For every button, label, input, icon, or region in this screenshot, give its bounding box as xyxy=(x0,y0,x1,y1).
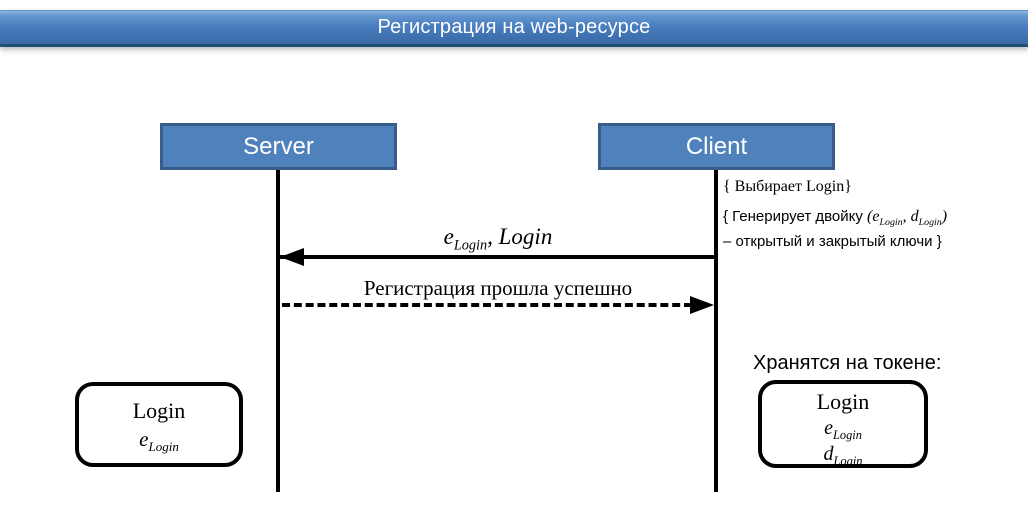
math-separator: , xyxy=(902,208,911,225)
lifeline-client xyxy=(714,170,718,492)
token-store-caption: Хранятся на токене: xyxy=(753,352,942,374)
math-e-login: eLogin xyxy=(872,208,903,229)
note-generate-line1: { Генерирует двойку (eLogin, dLogin) xyxy=(723,204,947,229)
token-store-dkey: dLogin xyxy=(823,443,863,468)
close-paren: ) xyxy=(941,208,948,225)
math-d-login: dLogin xyxy=(910,208,942,229)
server-store-login: Login xyxy=(132,398,186,423)
actor-box-client: Client xyxy=(598,123,835,170)
token-store-box: Login eLogin dLogin xyxy=(758,380,928,468)
title-banner: Регистрация на web-ресурсе xyxy=(0,10,1028,47)
page-title: Регистрация на web-ресурсе xyxy=(377,16,651,38)
note-generate-prefix: { Генерирует двойку xyxy=(723,208,868,225)
server-store-box: Login eLogin xyxy=(75,382,243,467)
token-store-login: Login xyxy=(816,389,870,414)
server-store-ekey: eLogin xyxy=(139,427,179,455)
message-2-arrowhead-icon xyxy=(690,296,714,314)
message-1-arrowhead-icon xyxy=(280,248,304,266)
message-2-label: Регистрация прошла успешно xyxy=(363,276,633,300)
math-e-login-msg: eLogin xyxy=(443,224,488,254)
actor-box-server: Server xyxy=(160,123,397,170)
message-1-label: eLogin, Login xyxy=(443,224,553,254)
lifeline-server xyxy=(276,170,280,492)
token-store-ekey: eLogin xyxy=(824,417,862,442)
message-1-line xyxy=(280,255,716,259)
actor-label-client: Client xyxy=(685,132,748,160)
note-choose-login: { Выбирает Login} xyxy=(723,178,852,195)
note-generate-line2: – открытый и закрытый ключи } xyxy=(723,233,942,250)
open-paren: ( xyxy=(867,208,873,225)
actor-label-server: Server xyxy=(243,132,314,160)
message-2-line xyxy=(282,303,692,307)
note-generate-keys: { Генерирует двойку (eLogin, dLogin) – о… xyxy=(723,204,947,254)
